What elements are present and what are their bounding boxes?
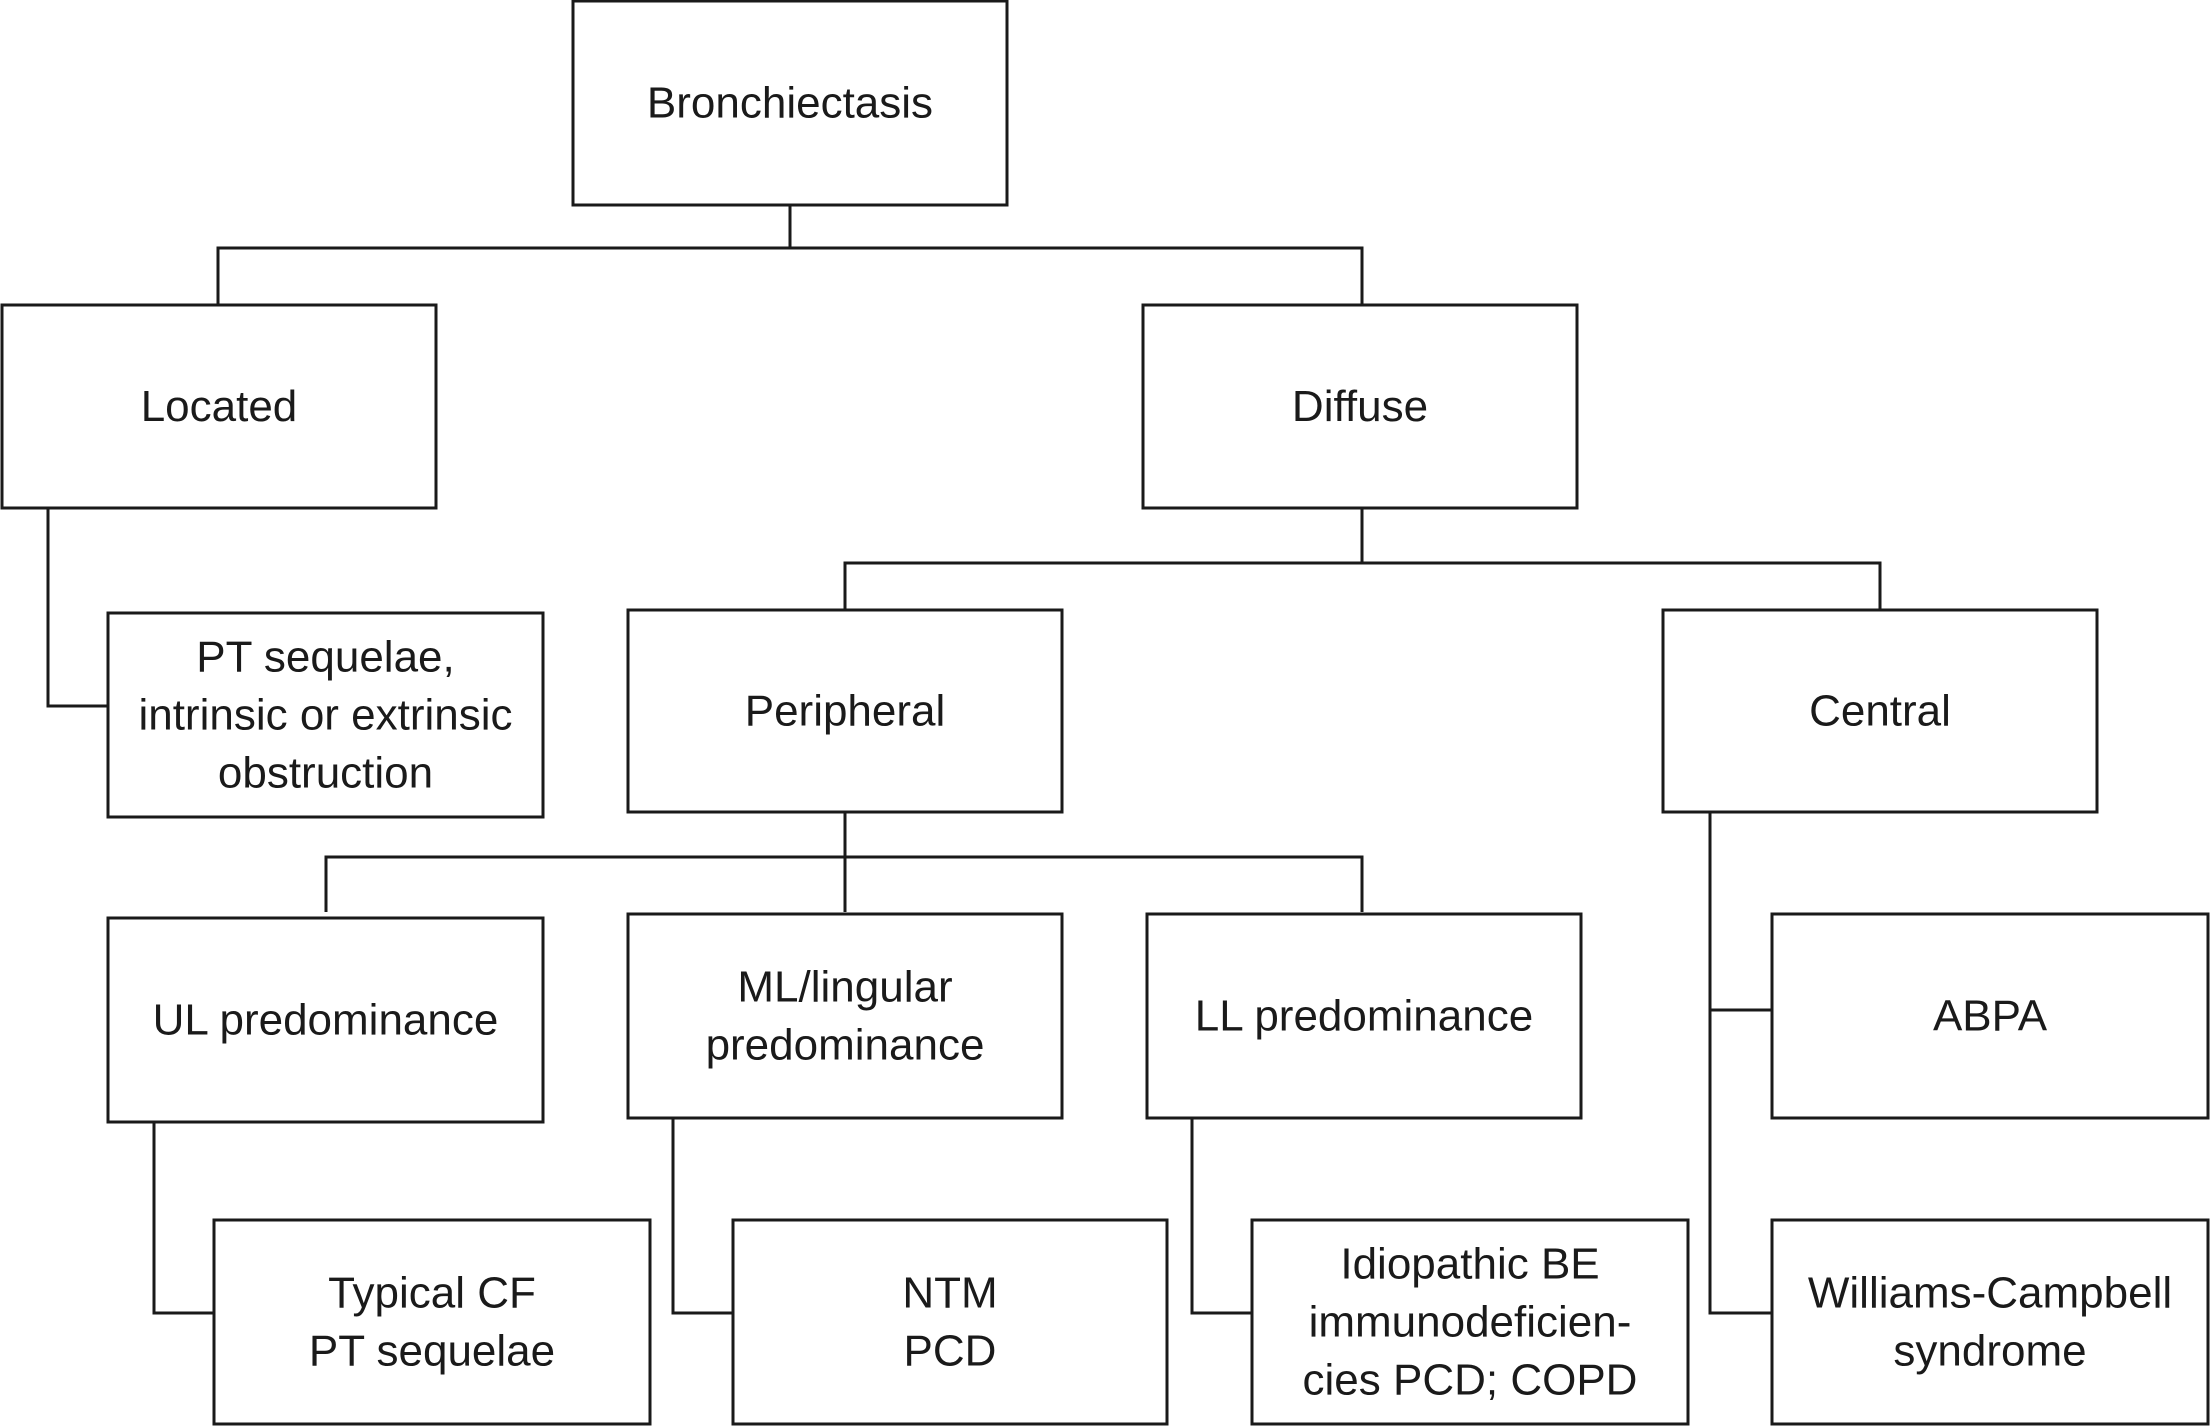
- idiopathic-be-box: [1250, 1218, 1690, 1426]
- typical-cf-label-line: PT sequelae: [309, 1327, 555, 1376]
- pt-sequelae-obstruction-label-line: PT sequelae,: [196, 633, 454, 682]
- node-ll-predominance: LL predominance: [1145, 912, 1583, 1120]
- connector-ul-to-typical-cf: [152, 1122, 214, 1315]
- node-pt-sequelae-obstruction: PT sequelae, intrinsic or extrinsic obstru…: [106, 611, 545, 819]
- node-diffuse: Diffuse: [1141, 303, 1579, 510]
- peripheral-box: [626, 608, 1064, 814]
- bronchiectasis-box: [571, 0, 1009, 207]
- ntm-pcd-label-line: NTM: [902, 1269, 997, 1318]
- ml-lingular-predominance-box: [626, 912, 1064, 1120]
- central-box: [1661, 608, 2099, 814]
- node-bronchiectasis: Bronchiectasis: [571, 0, 1009, 207]
- typical-cf-label-line: Typical CF: [328, 1269, 536, 1318]
- pt-sequelae-obstruction-box: [106, 611, 545, 819]
- idiopathic-be-label-line: immunodeficien-: [1309, 1298, 1632, 1347]
- connector-ml-to-ntm-pcd: [671, 1118, 733, 1315]
- williams-campbell-box: [1770, 1218, 2210, 1426]
- connector-branch-located-diffuse: [216, 246, 1364, 305]
- node-peripheral: Peripheral: [626, 608, 1064, 814]
- williams-campbell-label-line: syndrome: [1893, 1327, 2086, 1376]
- connector-central-to-abpa-williams: [1708, 812, 1772, 1315]
- connector-ll-to-idiopathic-be: [1190, 1118, 1252, 1315]
- ll-predominance-label-line: LL predominance: [1195, 992, 1533, 1041]
- node-williams-campbell: Williams-Campbell syndrome: [1770, 1218, 2210, 1426]
- ul-predominance-box: [106, 916, 545, 1124]
- diffuse-box: [1141, 303, 1579, 510]
- ll-predominance-box: [1145, 912, 1583, 1120]
- williams-campbell-label-line: Williams-Campbell: [1808, 1269, 2172, 1318]
- node-ml-lingular-predominance: ML/lingular predominance: [626, 912, 1064, 1120]
- node-idiopathic-be: Idiopathic BE immunodeficien-cies PCD; CO…: [1250, 1218, 1690, 1426]
- connectors: [46, 205, 1882, 1315]
- pt-sequelae-obstruction-label-line: obstruction: [218, 749, 433, 798]
- abpa-label-line: ABPA: [1933, 992, 2048, 1041]
- abpa-box: [1770, 912, 2210, 1120]
- idiopathic-be-label-line: Idiopathic BE: [1340, 1240, 1599, 1289]
- connector-branch-peripheral-central: [843, 561, 1882, 610]
- ntm-pcd-box: [731, 1218, 1169, 1426]
- central-label-line: Central: [1809, 687, 1951, 736]
- ml-lingular-predominance-label-line: ML/lingular: [737, 963, 952, 1012]
- typical-cf-box: [212, 1218, 652, 1426]
- bronchiectasis-label-line: Bronchiectasis: [647, 79, 933, 128]
- node-ntm-pcd: NTM PCD: [731, 1218, 1169, 1426]
- ul-predominance-label-line: UL predominance: [153, 996, 499, 1045]
- located-label-line: Located: [141, 382, 298, 431]
- node-central: Central: [1661, 608, 2099, 814]
- peripheral-label-line: Peripheral: [745, 687, 946, 736]
- node-typical-cf: Typical CF PT sequelae: [212, 1218, 652, 1426]
- node-abpa: ABPA: [1770, 912, 2210, 1120]
- node-ul-predominance: UL predominance: [106, 916, 545, 1124]
- located-box: [0, 303, 438, 510]
- ntm-pcd-label-line: PCD: [904, 1327, 997, 1376]
- connector-located-to-pt-sequelae: [46, 508, 108, 708]
- idiopathic-be-label-line: cies PCD; COPD: [1303, 1356, 1638, 1405]
- diffuse-label-line: Diffuse: [1292, 382, 1428, 431]
- pt-sequelae-obstruction-label-line: intrinsic or extrinsic: [138, 691, 512, 740]
- node-located: Located: [0, 303, 438, 510]
- ml-lingular-predominance-label-line: predominance: [706, 1021, 985, 1070]
